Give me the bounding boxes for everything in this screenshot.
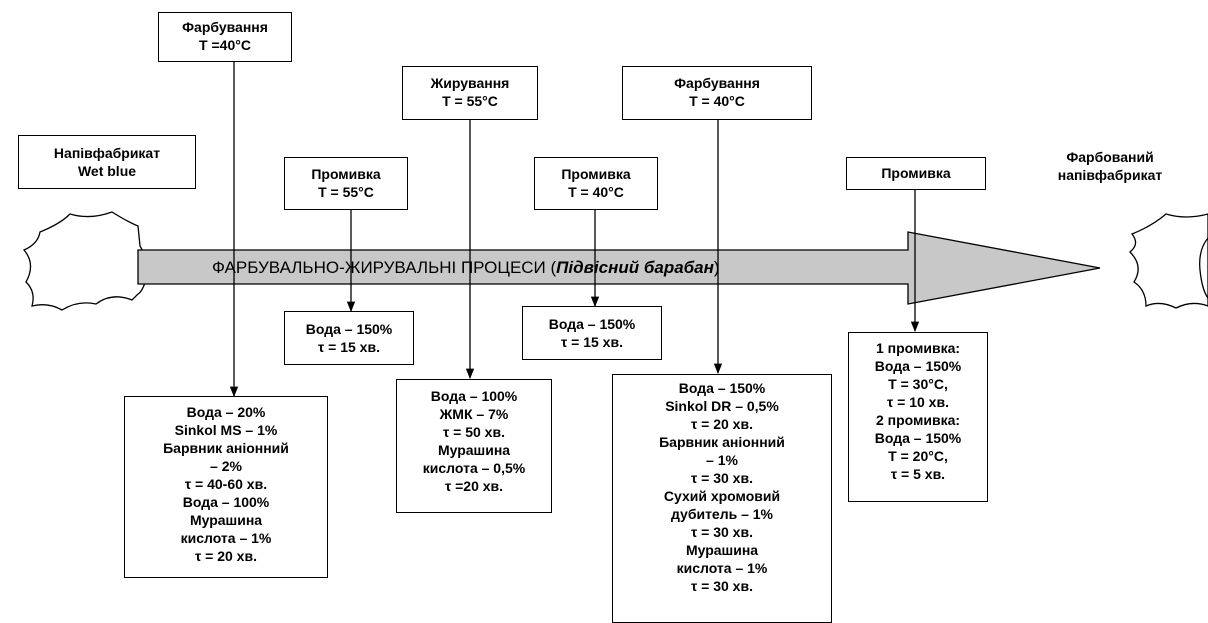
recipe-line: τ = 30 хв. <box>691 578 753 594</box>
recipe-line: кислота – 1% <box>180 530 272 546</box>
step-line: Фарбування <box>182 19 268 35</box>
process-title-close: ) <box>713 258 720 277</box>
recipe-line: T = 30°C, <box>888 376 948 392</box>
recipe-line: τ = 15 хв. <box>318 339 380 355</box>
recipe-line: Вода – 100% <box>182 494 270 510</box>
end-material-label: Фарбований напівфабрикат <box>1040 148 1180 184</box>
step-line: T = 40°C <box>568 184 624 200</box>
recipe-line: τ = 50 хв. <box>443 424 505 440</box>
step-line: T =40°C <box>199 37 251 53</box>
recipe-line: Sinkol DR – 0,5% <box>665 398 779 414</box>
recipe-line: τ = 20 хв. <box>195 548 257 564</box>
process-title-italic: Підвісний барабан <box>556 258 714 277</box>
step-fatliquoring: Жирування T = 55°C <box>402 66 538 120</box>
step-line: Жирування <box>430 75 510 91</box>
recipe-line: 2 промивка: <box>875 412 961 428</box>
recipe-line: τ = 10 хв. <box>887 394 949 410</box>
process-arrow <box>137 231 1101 305</box>
recipe-line: τ = 20 хв. <box>691 416 753 432</box>
step-rinse-1: Промивка T = 55°C <box>284 157 408 210</box>
recipe-line: Вода – 150% <box>678 380 766 396</box>
recipe-line: τ = 40-60 хв. <box>184 476 268 492</box>
step-line: T = 55°C <box>442 93 498 109</box>
recipe-line: Барвник аніонний <box>659 434 785 450</box>
recipe-line: – 1% <box>706 452 738 468</box>
label-line: Wet blue <box>77 163 137 179</box>
recipe-line: τ = 15 хв. <box>561 334 623 350</box>
step-line: Промивка <box>561 166 631 182</box>
dyed-hide-icon <box>1129 213 1208 309</box>
recipe-line: Мурашина <box>189 512 263 528</box>
recipe-dyeing-1: Вода – 20% Sinkol MS – 1% Барвник аніонн… <box>124 396 328 578</box>
recipe-line: Вода – 20% <box>186 404 266 420</box>
recipe-line: кислота – 1% <box>676 560 768 576</box>
recipe-line: Вода – 150% <box>874 358 962 374</box>
recipe-line: τ = 5 хв. <box>890 466 946 482</box>
start-material-label: Напівфабрикат Wet blue <box>18 135 196 189</box>
recipe-line: τ = 30 хв. <box>691 524 753 540</box>
recipe-line: Вода – 150% <box>874 430 962 446</box>
label-line: напівфабрикат <box>1057 167 1163 183</box>
step-dyeing-2: Фарбування T = 40°C <box>622 66 812 120</box>
step-line: Фарбування <box>674 75 760 91</box>
wet-blue-hide-icon <box>22 211 148 311</box>
step-rinse-2: Промивка T = 40°C <box>534 157 658 210</box>
recipe-line: дубитель – 1% <box>670 506 774 522</box>
label-line: Фарбований <box>1066 149 1154 165</box>
step-dyeing-1: Фарбування T =40°C <box>158 12 292 62</box>
step-line: T = 55°C <box>318 184 374 200</box>
step-rinse-3: Промивка <box>846 157 986 190</box>
recipe-line: кислота – 0,5% <box>422 460 526 476</box>
label-line: Напівфабрикат <box>53 145 161 161</box>
recipe-line: – 2% <box>210 458 242 474</box>
recipe-line: Вода – 150% <box>548 316 636 332</box>
recipe-line: τ =20 хв. <box>444 478 504 494</box>
recipe-line: Мурашина <box>437 442 511 458</box>
recipe-line: Sinkol MS – 1% <box>174 422 278 438</box>
process-title-main: ФАРБУВАЛЬНО-ЖИРУВАЛЬНІ ПРОЦЕСИ ( <box>212 258 557 277</box>
recipe-line: T = 20°C, <box>888 448 948 464</box>
recipe-line: ЖМК – 7% <box>439 406 509 422</box>
recipe-fatliquoring: Вода – 100% ЖМК – 7% τ = 50 хв. Мурашина… <box>396 379 552 513</box>
recipe-line: 1 промивка: <box>875 340 961 356</box>
recipe-rinse-2: Вода – 150% τ = 15 хв. <box>522 306 662 360</box>
recipe-line: Мурашина <box>685 542 759 558</box>
recipe-line: Вода – 150% <box>305 321 393 337</box>
recipe-rinse-1: Вода – 150% τ = 15 хв. <box>284 311 414 365</box>
recipe-rinse-3: 1 промивка: Вода – 150% T = 30°C, τ = 10… <box>848 332 988 502</box>
step-line: Промивка <box>881 165 951 181</box>
recipe-line: τ = 30 хв. <box>691 470 753 486</box>
recipe-line: Вода – 100% <box>430 388 518 404</box>
step-line: T = 40°C <box>689 93 745 109</box>
recipe-line: Сухий хромовий <box>663 488 781 504</box>
step-line: Промивка <box>311 166 381 182</box>
recipe-line: Барвник аніонний <box>163 440 289 456</box>
recipe-dyeing-2: Вода – 150% Sinkol DR – 0,5% τ = 20 хв. … <box>612 374 832 623</box>
process-title: ФАРБУВАЛЬНО-ЖИРУВАЛЬНІ ПРОЦЕСИ (Підвісни… <box>212 258 720 278</box>
